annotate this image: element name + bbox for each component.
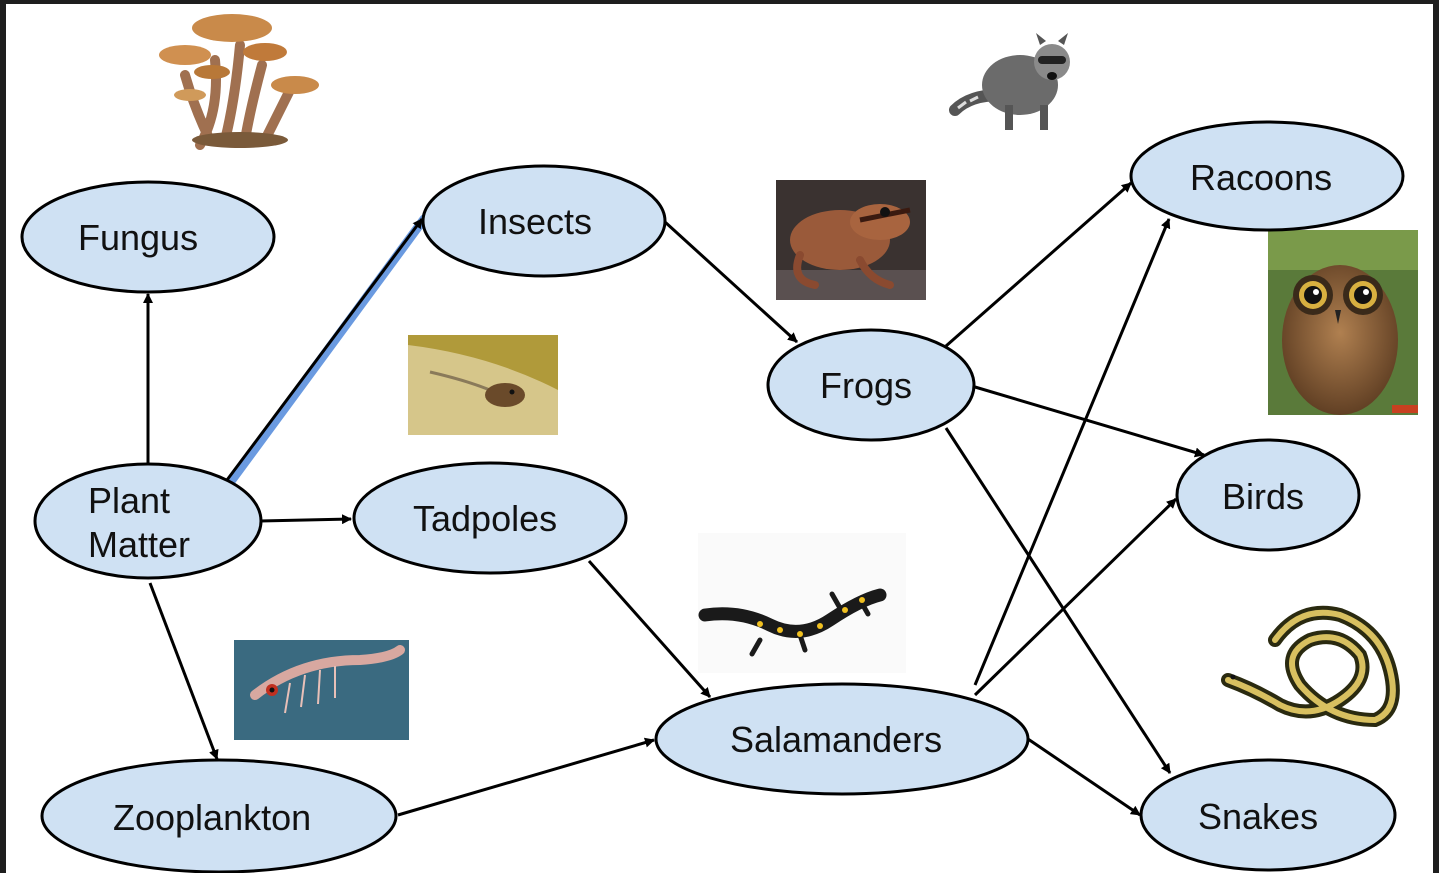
tadpole-image [408,335,558,435]
node-racoons[interactable]: Racoons [1131,122,1403,230]
edge-salamanders-snakes [1028,739,1140,815]
frog-image [776,180,926,300]
node-snakes[interactable]: Snakes [1141,760,1395,870]
edge-plant-tadpoles [260,519,351,521]
edge-salamanders-racoons [975,219,1169,685]
salamander-image [698,533,906,673]
node-label: Racoons [1190,157,1332,198]
krill-image [234,640,409,740]
node-label: Salamanders [730,719,942,760]
node-label: Tadpoles [413,498,557,539]
node-label: Insects [478,201,592,242]
node-label: Plant [88,480,170,521]
node-label: Snakes [1198,796,1318,837]
node-tadpoles[interactable]: Tadpoles [354,463,626,573]
node-label: Fungus [78,217,198,258]
snake-image [1228,613,1393,720]
node-label: Frogs [820,365,912,406]
raccoon-image [940,18,1090,148]
node-birds[interactable]: Birds [1177,440,1359,550]
owl-image [1268,230,1418,415]
node-zooplankton[interactable]: Zooplankton [42,760,396,872]
node-label: Matter [88,524,190,565]
edge-tadpoles-salamanders [589,561,710,697]
edge-zooplankton-salamanders [398,740,654,815]
edge-plant-zooplankton [150,583,217,759]
edge-frogs-racoons [946,183,1131,346]
edge-frogs-birds [975,387,1204,455]
node-label: Zooplankton [113,797,311,838]
node-plant-matter[interactable]: Plant Matter [35,464,261,578]
node-salamanders[interactable]: Salamanders [656,684,1028,794]
edge-salamanders-birds [975,499,1176,695]
node-frogs[interactable]: Frogs [768,330,974,440]
node-fungus[interactable]: Fungus [22,182,274,292]
mushroom-image [159,14,319,148]
node-insects[interactable]: Insects [423,166,665,276]
node-label: Birds [1222,476,1304,517]
